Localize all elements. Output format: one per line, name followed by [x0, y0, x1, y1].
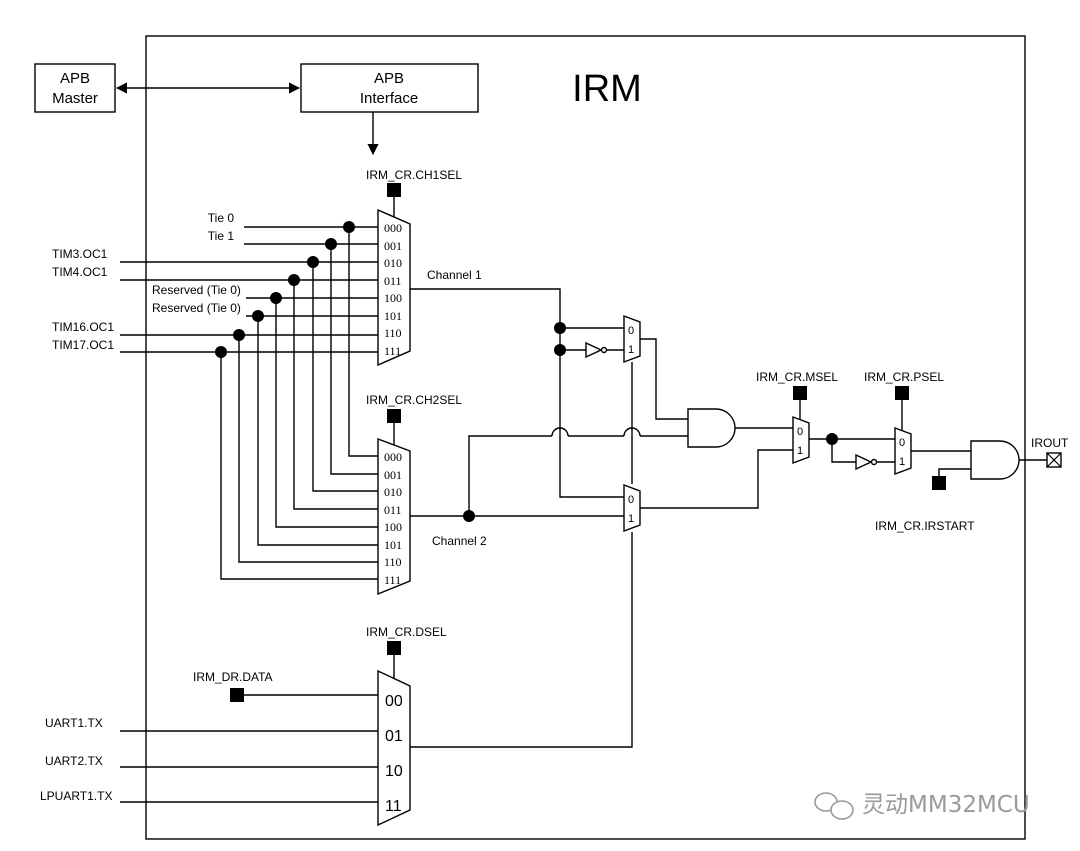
- dsel-label: IRM_CR.DSEL: [366, 625, 447, 639]
- ch2-code-3: 011: [384, 503, 402, 517]
- channel1-label: Channel 1: [427, 268, 482, 282]
- svg-text:1: 1: [899, 456, 905, 468]
- channel1-mux-codes: 000 001 010 011 100 101 110 111: [384, 221, 402, 358]
- channel2-mux-codes: 000 001 010 011 100 101 110 111: [384, 450, 402, 587]
- and-gate-1: [687, 408, 736, 448]
- msel-square: [793, 386, 807, 400]
- ch1-code-3: 011: [384, 274, 402, 288]
- ch1-code-2: 010: [384, 256, 402, 270]
- psel-label: IRM_CR.PSEL: [864, 370, 944, 384]
- data-code-0: 00: [385, 693, 403, 710]
- inverter-2: [855, 453, 873, 471]
- inverter-1: [585, 341, 603, 359]
- svg-text:0: 0: [797, 426, 803, 438]
- svg-text:1: 1: [628, 344, 634, 356]
- ch2sel-square: [387, 409, 401, 423]
- irout-label: IROUT: [1031, 436, 1069, 450]
- select-mux-b: [623, 483, 641, 533]
- irout-pin: [1046, 452, 1062, 468]
- irstart-label: IRM_CR.IRSTART: [875, 519, 975, 533]
- input-label-tim3: TIM3.OC1: [52, 247, 108, 261]
- apb-master-label-1: APB: [60, 70, 90, 87]
- channel-input-labels: Tie 0 Tie 1 TIM3.OC1 TIM4.OC1 Reserved (…: [52, 211, 241, 352]
- irm-boundary: [145, 35, 1026, 840]
- ch2-code-5: 101: [384, 538, 402, 552]
- channel2-input-wires: [220, 227, 378, 580]
- channel1-input-wires: [120, 226, 378, 353]
- ch2-code-6: 110: [384, 555, 402, 569]
- data-input-uart1: UART1.TX: [45, 716, 103, 730]
- data-code-1: 01: [385, 728, 403, 745]
- input-label-tie0: Tie 0: [208, 211, 235, 225]
- ch2-code-1: 001: [384, 468, 402, 482]
- svg-text:0: 0: [899, 437, 905, 449]
- channel2-label: Channel 2: [432, 534, 487, 548]
- msel-mux: [792, 415, 810, 465]
- channel1-wire: [410, 288, 624, 498]
- ch1sel-label: IRM_CR.CH1SEL: [366, 168, 462, 182]
- channel2-mux: [377, 437, 411, 596]
- apb-interface-block: APB Interface: [300, 63, 479, 113]
- input-label-tie1: Tie 1: [208, 229, 235, 243]
- input-label-reserved-1: Reserved (Tie 0): [152, 283, 241, 297]
- channel1-mux: [377, 208, 411, 367]
- input-label-tim4: TIM4.OC1: [52, 265, 108, 279]
- irstart-square: [932, 476, 946, 490]
- data-code-2: 10: [385, 763, 403, 780]
- irm-title: IRM: [572, 68, 642, 110]
- watermark: 灵动MM32MCU: [814, 792, 1030, 820]
- and-gate-2: [970, 440, 1020, 480]
- svg-text:0: 0: [628, 325, 634, 337]
- apb-interface-label-2: Interface: [360, 90, 418, 107]
- ch2-code-4: 100: [384, 520, 402, 534]
- apb-master-block: APB Master: [34, 63, 116, 113]
- ch1-code-4: 100: [384, 291, 402, 305]
- ch1-code-0: 000: [384, 221, 402, 235]
- input-label-tim16: TIM16.OC1: [52, 320, 114, 334]
- ch1sel-square: [387, 183, 401, 197]
- data-mux-output-wire: [410, 532, 633, 748]
- input-junctions: [215, 221, 355, 358]
- ch2-code-2: 010: [384, 485, 402, 499]
- input-label-reserved-2: Reserved (Tie 0): [152, 301, 241, 315]
- ch1-code-1: 001: [384, 239, 402, 253]
- apb-interface-label-1: APB: [374, 70, 404, 87]
- ch2-code-0: 000: [384, 450, 402, 464]
- select-mux-a: [623, 314, 641, 364]
- svg-text:1: 1: [797, 445, 803, 457]
- data-code-3: 11: [385, 798, 402, 815]
- ch1-code-6: 110: [384, 326, 402, 340]
- data-register-square: [230, 688, 244, 702]
- ch1-code-5: 101: [384, 309, 402, 323]
- data-mux: [377, 669, 411, 827]
- ch2-code-7: 111: [384, 573, 401, 587]
- ch2sel-label: IRM_CR.CH2SEL: [366, 393, 462, 407]
- data-register-label: IRM_DR.DATA: [193, 670, 273, 684]
- svg-text:0: 0: [628, 494, 634, 506]
- wechat-icon: [814, 792, 854, 820]
- svg-text:1: 1: [628, 513, 634, 525]
- dsel-square: [387, 641, 401, 655]
- psel-square: [895, 386, 909, 400]
- ch1-code-7: 111: [384, 344, 401, 358]
- watermark-text: 灵动MM32MCU: [862, 792, 1030, 818]
- data-input-lpuart1: LPUART1.TX: [40, 789, 112, 803]
- apb-master-label-2: Master: [52, 90, 98, 107]
- data-input-uart2: UART2.TX: [45, 754, 103, 768]
- psel-mux: [894, 426, 912, 476]
- input-label-tim17: TIM17.OC1: [52, 338, 114, 352]
- msel-label: IRM_CR.MSEL: [756, 370, 838, 384]
